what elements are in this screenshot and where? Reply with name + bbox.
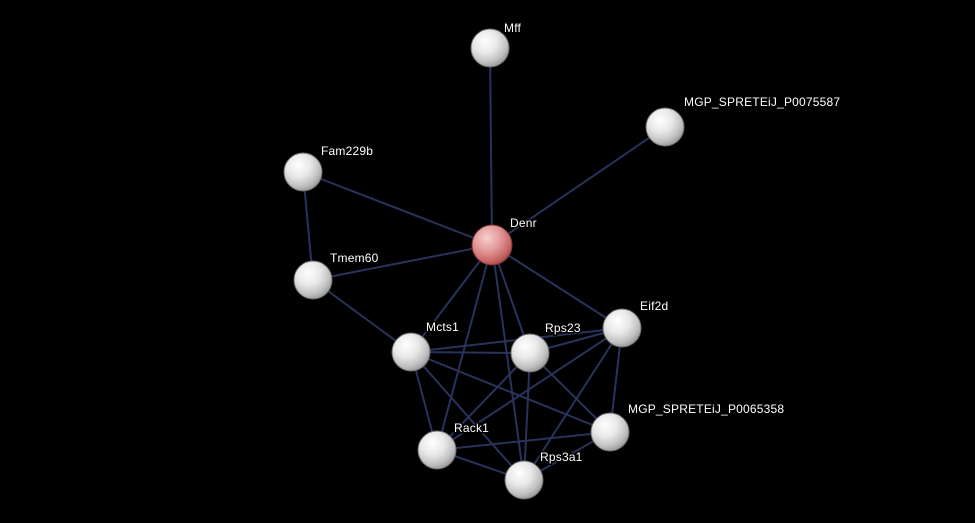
node-Mcts1[interactable] — [391, 332, 431, 372]
edge-Rps23-Rack1 — [436, 352, 531, 451]
edge-Mcts1-Rps23 — [410, 351, 531, 354]
node-Tmem60[interactable] — [293, 260, 333, 300]
edge-Mcts1-Rps3a1 — [410, 351, 525, 481]
node-Rack1[interactable] — [417, 430, 457, 470]
node-label-MGP_SPRETEiJ_P0075587: MGP_SPRETEiJ_P0075587 — [684, 95, 840, 109]
node-label-MGP_SPRETEiJ_P0065358: MGP_SPRETEiJ_P0065358 — [628, 402, 784, 416]
nodes-layer — [283, 28, 685, 500]
edge-Rps23-Rps3a1 — [523, 352, 531, 481]
node-label-Rps23: Rps23 — [545, 321, 581, 335]
edge-Denr-Rack1 — [436, 244, 493, 451]
edge-MGP_SPRETEiJ_P0075587-Denr — [491, 126, 666, 246]
node-label-Denr: Denr — [510, 216, 537, 230]
edge-Denr-Eif2d — [491, 244, 623, 329]
edge-Denr-Mcts1 — [410, 244, 493, 353]
labels-layer: MffMGP_SPRETEiJ_P0075587Fam229bDenrTmem6… — [320, 20, 842, 466]
node-Rps23[interactable] — [510, 333, 550, 373]
node-Eif2d[interactable] — [602, 308, 642, 348]
node-label-Rack1: Rack1 — [454, 421, 489, 435]
node-label-Rps3a1: Rps3a1 — [540, 450, 583, 464]
edge-Mff-Denr — [489, 47, 493, 246]
edge-Mcts1-MGP_SPRETEiJ_P0065358 — [410, 351, 611, 433]
edge-Rack1-MGP_SPRETEiJ_P0065358 — [436, 431, 611, 451]
node-label-Tmem60: Tmem60 — [330, 251, 379, 265]
node-Denr[interactable] — [471, 224, 513, 266]
node-label-Fam229b: Fam229b — [321, 144, 373, 158]
node-label-Mcts1: Mcts1 — [426, 320, 459, 334]
edge-Tmem60-Mcts1 — [312, 279, 412, 353]
node-Rps3a1[interactable] — [504, 460, 544, 500]
edge-Fam229b-Denr — [302, 171, 493, 246]
edge-Eif2d-Rps3a1 — [523, 327, 623, 481]
edge-Eif2d-Rack1 — [436, 327, 623, 451]
node-label-Mff: Mff — [504, 21, 522, 35]
node-MGP_SPRETEiJ_P0075587[interactable] — [645, 107, 685, 147]
node-Fam229b[interactable] — [283, 152, 323, 192]
edge-Tmem60-Denr — [312, 244, 493, 281]
node-label-Eif2d: Eif2d — [640, 299, 668, 313]
node-Mff[interactable] — [470, 28, 510, 68]
node-MGP_SPRETEiJ_P0065358[interactable] — [590, 412, 630, 452]
